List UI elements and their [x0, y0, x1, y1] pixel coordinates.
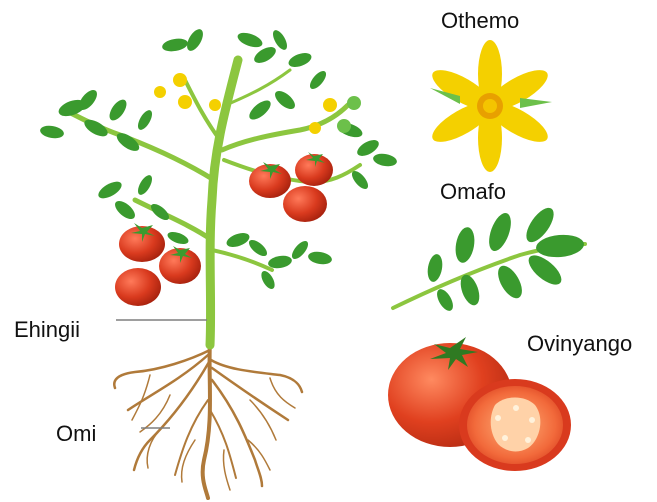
green-bud — [337, 119, 351, 133]
roots — [114, 340, 302, 498]
flower-label: Othemo — [441, 10, 519, 32]
green-bud — [347, 96, 361, 110]
fruit-illustration — [388, 337, 571, 471]
leaf-label: Omafo — [440, 181, 506, 203]
leaf-illustration — [393, 203, 585, 313]
fruit-label: Ovinyango — [527, 333, 632, 355]
plant-flowers — [154, 73, 337, 134]
stem-label: Ehingii — [14, 319, 80, 341]
flower-illustration — [427, 40, 553, 172]
roots-label: Omi — [56, 423, 96, 445]
